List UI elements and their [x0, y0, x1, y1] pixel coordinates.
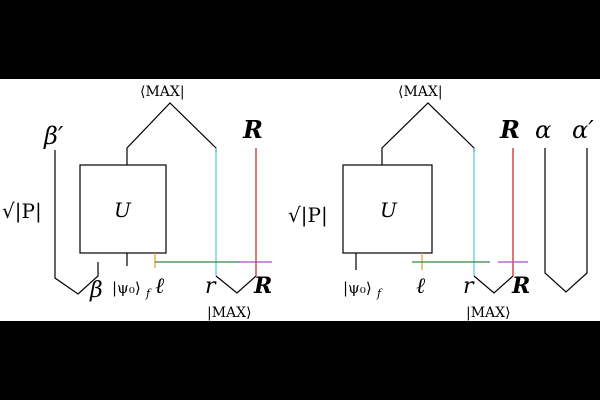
right-alpha-label: α: [535, 116, 551, 144]
right-r-label: r: [463, 274, 475, 299]
right-u-label: U: [380, 198, 398, 222]
right-u-box: [342, 164, 433, 254]
left-bra-max-label: ⟨MAX|: [140, 84, 185, 100]
left-max-cup-wire: [215, 275, 257, 294]
left-beta-label: β: [89, 278, 103, 303]
left-psi-subscript: f: [145, 287, 152, 300]
left-beta-prime-label: β′: [43, 122, 64, 150]
left-u-label: U: [114, 198, 132, 222]
right-r-top-label: R: [499, 115, 520, 144]
right-psi-subscript: f: [376, 287, 383, 300]
left-sqrt-p-label: √|P|: [2, 199, 42, 224]
left-r-bottom-label: R: [253, 273, 272, 299]
right-sqrt-p-label: √|P|: [288, 203, 328, 228]
left-diagram: ⟨MAX| β′ R U √|P| β |ψ₀⟩ f ℓ r R |MAX⟩: [2, 84, 272, 321]
right-diagram: ⟨MAX| R α α′ U √|P| |ψ₀⟩ f ℓ r R |MAX⟩: [288, 84, 594, 321]
right-psi0-label: |ψ₀⟩: [343, 279, 372, 297]
right-alpha-prime-label: α′: [572, 116, 594, 144]
right-ket-max-label: |MAX⟩: [466, 305, 511, 321]
right-alpha-cup-wire: [544, 148, 588, 293]
right-ell-label: ℓ: [416, 274, 426, 299]
right-bra-max-label: ⟨MAX|: [398, 84, 443, 100]
left-max-cap-wire: [126, 102, 217, 165]
right-max-cup-wire: [473, 275, 514, 294]
right-max-cap-wire: [381, 102, 475, 165]
left-beta-cup-wire: [54, 150, 99, 295]
left-ell-label: ℓ: [155, 274, 165, 299]
left-r-label: r: [205, 274, 217, 299]
right-r-bottom-label: R: [511, 273, 530, 299]
left-ket-max-label: |MAX⟩: [207, 305, 252, 321]
left-u-box: [79, 164, 167, 254]
left-psi0-label: |ψ₀⟩: [112, 279, 141, 297]
left-r-top-label: R: [242, 115, 263, 144]
